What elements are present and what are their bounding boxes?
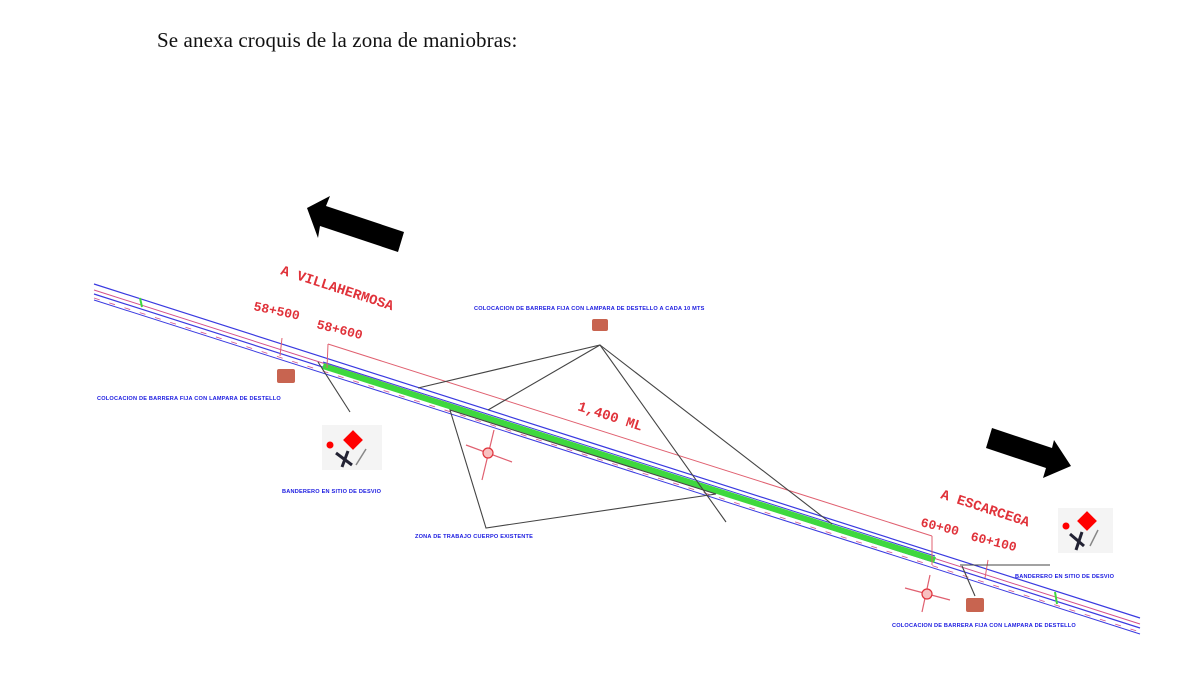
flagman-icon <box>322 425 382 470</box>
note-barrier-right: COLOCACION DE BARRERA FIJA CON LAMPARA D… <box>892 623 1076 629</box>
arrow-left-icon <box>307 196 404 252</box>
leader-lines <box>317 344 1050 597</box>
note-barrier-top: COLOCACION DE BARRERA FIJA CON LAMPARA D… <box>474 306 705 312</box>
work-zone-strip <box>322 363 936 563</box>
station-label: 58+600 <box>315 317 364 343</box>
distance-label: 1,400 ML <box>575 400 644 436</box>
station-label: 58+500 <box>252 299 301 323</box>
arrow-right-icon <box>986 428 1071 478</box>
barrier-sign-icon <box>277 319 984 612</box>
station-label: 60+100 <box>969 529 1018 555</box>
note-work-zone: ZONA DE TRABAJO CUERPO EXISTENTE <box>415 534 533 540</box>
beacon-icon <box>465 429 513 481</box>
intro-text: Se anexa croquis de la zona de maniobras… <box>157 28 518 52</box>
flagman-icon <box>1058 508 1113 553</box>
note-barrier-left: COLOCACION DE BARRERA FIJA CON LAMPARA D… <box>97 396 281 402</box>
station-label: 60+00 <box>919 515 961 539</box>
beacon-icon <box>904 574 951 613</box>
note-flagman-right: BANDERERO EN SITIO DE DESVIO <box>1015 574 1115 580</box>
note-flagman-left: BANDERERO EN SITIO DE DESVIO <box>282 489 382 495</box>
